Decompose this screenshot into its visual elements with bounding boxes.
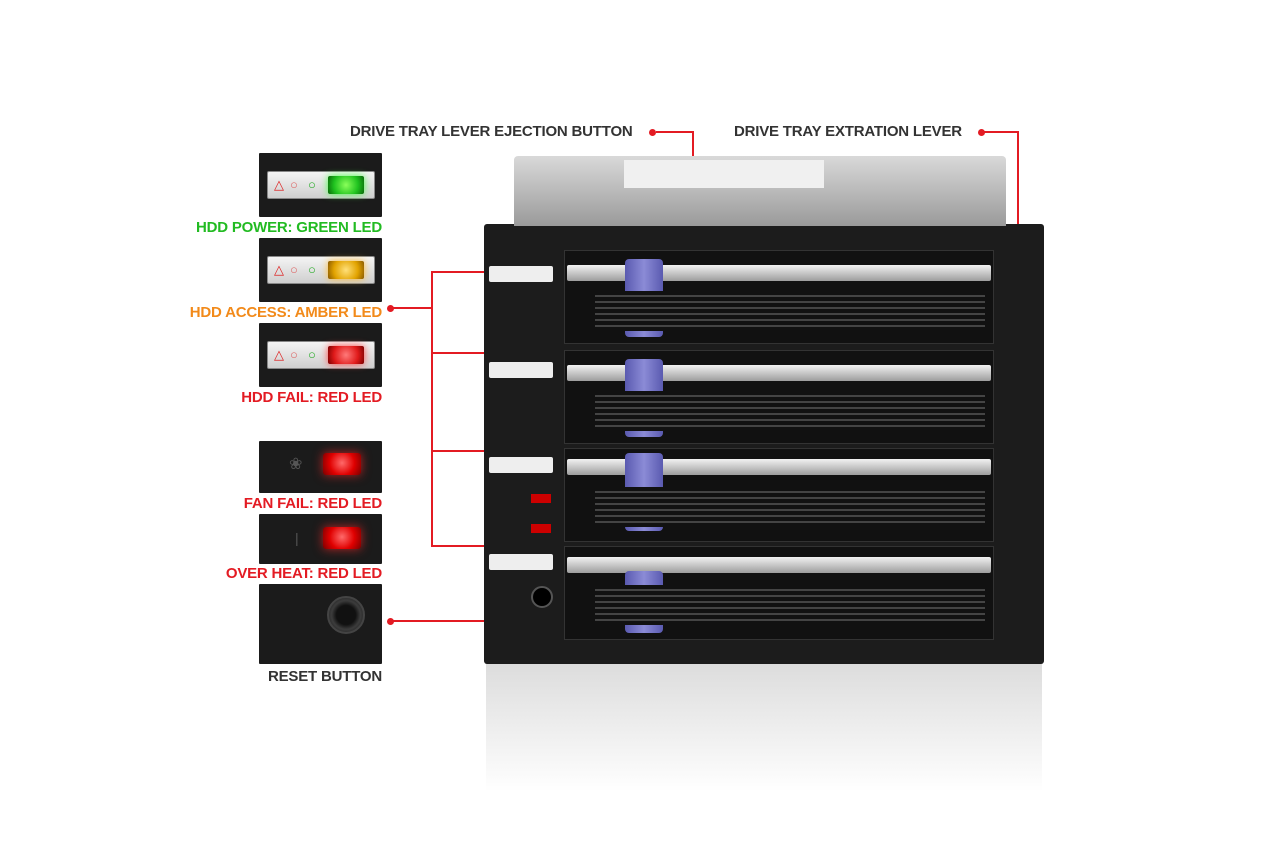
label-ejection-button: DRIVE TRAY LEVER EJECTION BUTTON bbox=[350, 123, 633, 140]
power-bulb-icon: ○ bbox=[308, 177, 316, 192]
tray-vents-4 bbox=[595, 585, 985, 625]
thermometer-icon: | bbox=[295, 530, 299, 546]
top-label-sticker bbox=[624, 160, 824, 188]
hdd-fail-icon: △ bbox=[274, 262, 284, 277]
fan-fail-led bbox=[323, 453, 361, 475]
over-heat-led bbox=[323, 527, 361, 549]
label-over-heat: OVER HEAT: RED LED bbox=[225, 565, 382, 582]
red-led bbox=[328, 346, 364, 364]
cage-fan-led bbox=[531, 494, 551, 503]
tray-vents-2 bbox=[595, 391, 985, 431]
tray-handle-3[interactable] bbox=[567, 459, 991, 475]
drive-tray-4[interactable] bbox=[564, 546, 994, 640]
cage-heat-led bbox=[531, 524, 551, 533]
amber-led bbox=[328, 261, 364, 279]
hdd-access-icon: ○ bbox=[290, 177, 298, 192]
led-strip: △ ○ ○ bbox=[267, 341, 375, 369]
tray-handle-4[interactable] bbox=[567, 557, 991, 573]
hdd-access-icon: ○ bbox=[290, 347, 298, 362]
led-strip: △ ○ ○ bbox=[267, 171, 375, 199]
label-fan-fail: FAN FAIL: RED LED bbox=[243, 495, 382, 512]
label-hdd-fail: HDD FAIL: RED LED bbox=[241, 389, 382, 406]
green-led bbox=[328, 176, 364, 194]
cage-reset-button[interactable] bbox=[531, 586, 553, 608]
cage-led-strip-1 bbox=[489, 266, 553, 282]
thumb-hdd-power: △ ○ ○ bbox=[259, 153, 382, 217]
cage-led-strip-4 bbox=[489, 554, 553, 570]
leader-dot-extraction bbox=[978, 129, 985, 136]
leader-dot-reset bbox=[387, 618, 394, 625]
fan-icon: ❀ bbox=[289, 456, 303, 473]
power-bulb-icon: ○ bbox=[308, 262, 316, 277]
thumb-reset-button bbox=[259, 584, 382, 664]
thumb-fan-fail: ❀ bbox=[259, 441, 382, 493]
led-strip: △ ○ ○ bbox=[267, 256, 375, 284]
tray-vents-1 bbox=[595, 291, 985, 331]
label-extraction-lever: DRIVE TRAY EXTRATION LEVER bbox=[734, 123, 962, 140]
drive-tray-2[interactable] bbox=[564, 350, 994, 444]
cage-led-strip-3 bbox=[489, 457, 553, 473]
thumb-hdd-fail: △ ○ ○ bbox=[259, 323, 382, 387]
cage-led-strip-2 bbox=[489, 362, 553, 378]
thumb-over-heat: | bbox=[259, 514, 382, 564]
tray-vents-3 bbox=[595, 487, 985, 527]
drive-cage bbox=[484, 156, 1044, 664]
thumb-hdd-access: △ ○ ○ bbox=[259, 238, 382, 302]
tray-handle-1[interactable] bbox=[567, 265, 991, 281]
label-hdd-access: HDD ACCESS: AMBER LED bbox=[189, 304, 382, 321]
reset-button-closeup bbox=[327, 596, 365, 634]
leader-dot-hdd-leds bbox=[387, 305, 394, 312]
tray-handle-2[interactable] bbox=[567, 365, 991, 381]
enclosure-reflection bbox=[486, 662, 1042, 792]
drive-tray-1[interactable] bbox=[564, 250, 994, 344]
label-reset-button: RESET BUTTON bbox=[268, 668, 382, 685]
hdd-fail-icon: △ bbox=[274, 347, 284, 362]
leader-dot-ejection bbox=[649, 129, 656, 136]
drive-tray-3[interactable] bbox=[564, 448, 994, 542]
power-bulb-icon: ○ bbox=[308, 347, 316, 362]
hdd-fail-icon: △ bbox=[274, 177, 284, 192]
hdd-access-icon: ○ bbox=[290, 262, 298, 277]
label-hdd-power: HDD POWER: GREEN LED bbox=[195, 219, 382, 236]
